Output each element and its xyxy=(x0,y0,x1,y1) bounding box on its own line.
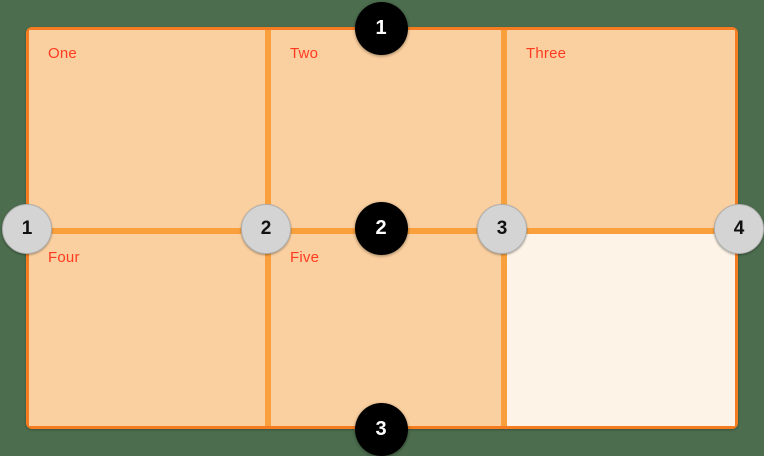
column-line-handle-4-label: 4 xyxy=(733,218,745,239)
grid-cell-two[interactable]: Two xyxy=(271,30,504,228)
grid-cell-one-label: One xyxy=(48,45,77,62)
row-line-handle-2[interactable]: 2 xyxy=(354,201,408,255)
grid-cell-four-label: Four xyxy=(48,249,80,266)
column-line-handle-1-label: 1 xyxy=(21,218,33,239)
grid-cell-empty[interactable] xyxy=(507,234,735,426)
grid-cell-three[interactable]: Three xyxy=(507,30,735,228)
grid-cell-five[interactable]: Five xyxy=(271,234,504,426)
column-line-handle-1[interactable]: 1 xyxy=(2,204,52,254)
grid-cell-one[interactable]: One xyxy=(29,30,265,228)
row-line-handle-1-label: 1 xyxy=(375,16,387,39)
row-line-handle-1[interactable]: 1 xyxy=(354,1,408,55)
column-line-handle-3-label: 3 xyxy=(496,218,508,239)
row-line-handle-2-label: 2 xyxy=(375,216,387,239)
grid-cell-three-label: Three xyxy=(526,45,567,62)
grid-cell-five-label: Five xyxy=(290,249,320,266)
column-line-handle-3[interactable]: 3 xyxy=(477,204,527,254)
row-line-handle-3-label: 3 xyxy=(375,417,387,440)
column-line-handle-4[interactable]: 4 xyxy=(714,204,764,254)
grid-cell-four[interactable]: Four xyxy=(29,234,265,426)
row-line-handle-3[interactable]: 3 xyxy=(354,402,408,456)
column-line-handle-2-label: 2 xyxy=(260,218,272,239)
grid-cell-two-label: Two xyxy=(290,45,319,62)
column-line-handle-2[interactable]: 2 xyxy=(241,204,291,254)
